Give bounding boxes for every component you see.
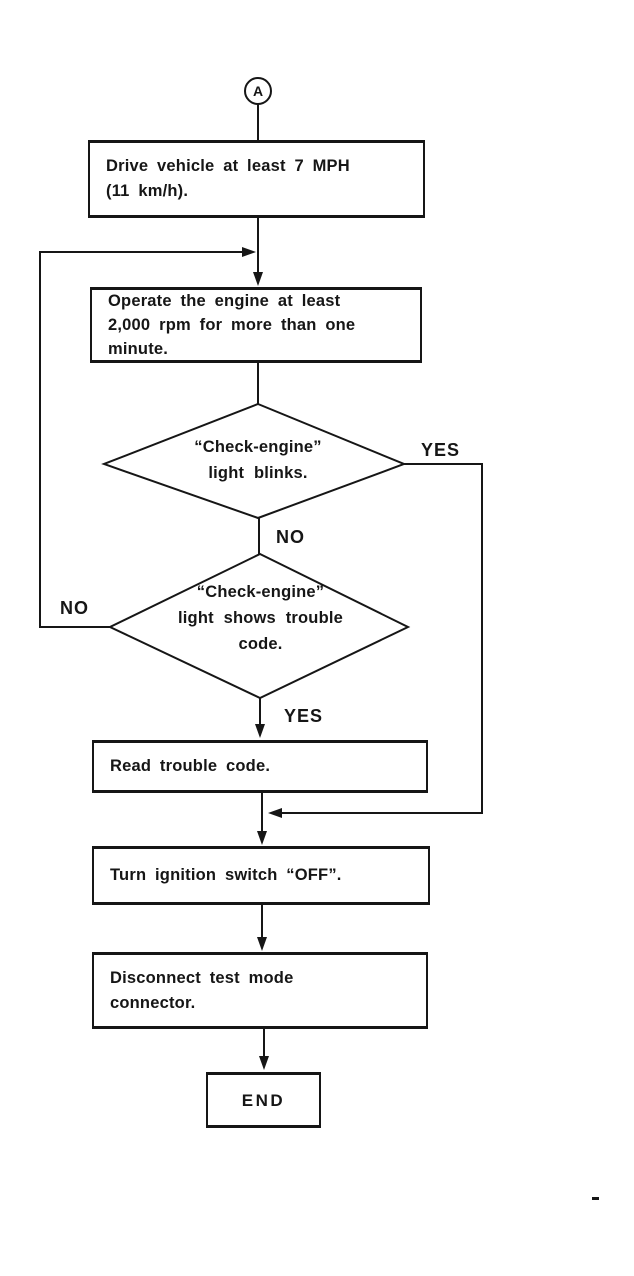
process-ignition-off-line1: Turn ignition switch “OFF”.: [110, 866, 342, 884]
decision-showscode-line3: code.: [238, 635, 283, 653]
process-operate-engine-line2: 2,000 rpm for more than one: [108, 316, 356, 334]
arrowhead-into-disconnect: [257, 937, 267, 951]
decision-blinks-line2: light blinks.: [208, 464, 308, 482]
label-shows-code-no: NO: [60, 598, 89, 618]
process-drive-vehicle-box: Drive vehicle at least 7 MPH (11 km/h).: [88, 140, 425, 218]
process-disconnect-connector-line2: connector.: [110, 993, 196, 1012]
process-drive-vehicle-line2: (11 km/h).: [106, 182, 189, 200]
decision-blinks-line1: “Check-engine”: [194, 438, 322, 456]
arrowhead-into-ignition: [257, 831, 267, 845]
label-blinks-no: NO: [276, 527, 305, 547]
terminal-end-box: END: [206, 1072, 321, 1128]
process-operate-engine-line1: Operate the engine at least: [108, 292, 341, 310]
arrowhead-feedback-join: [242, 247, 256, 257]
label-shows-code-yes: YES: [284, 706, 324, 726]
decision-check-engine-blinks: “Check-engine” light blinks.: [128, 434, 388, 486]
arrowhead-yes-return: [268, 808, 282, 818]
decision-check-engine-shows-code: “Check-engine” light shows trouble code.: [118, 579, 403, 657]
process-drive-vehicle-line1: Drive vehicle at least 7 MPH: [106, 157, 350, 175]
arrowhead-into-operate: [253, 272, 263, 286]
terminal-end-label: END: [241, 1090, 286, 1110]
process-disconnect-connector-box: Disconnect test mode connector.: [92, 952, 428, 1029]
connector-a-label: A: [252, 83, 264, 99]
arrowhead-into-end: [259, 1056, 269, 1070]
decision-showscode-line2: light shows trouble: [177, 609, 344, 627]
stray-mark: [592, 1197, 599, 1200]
process-operate-engine-box: Operate the engine at least 2,000 rpm fo…: [90, 287, 422, 363]
edge-yes-branch-right: [282, 463, 483, 814]
process-ignition-off-box: Turn ignition switch “OFF”.: [92, 846, 430, 905]
process-disconnect-connector-line1: Disconnect test mode: [110, 968, 294, 987]
edge-no-feedback-loop: [39, 251, 242, 628]
process-read-trouble-code-box: Read trouble code.: [92, 740, 428, 793]
arrowhead-into-read: [255, 724, 265, 738]
label-blinks-yes: YES: [421, 440, 461, 460]
decision-showscode-line1: “Check-engine”: [196, 583, 325, 601]
process-read-trouble-code-line1: Read trouble code.: [110, 757, 271, 775]
process-operate-engine-line3: minute.: [108, 340, 169, 358]
